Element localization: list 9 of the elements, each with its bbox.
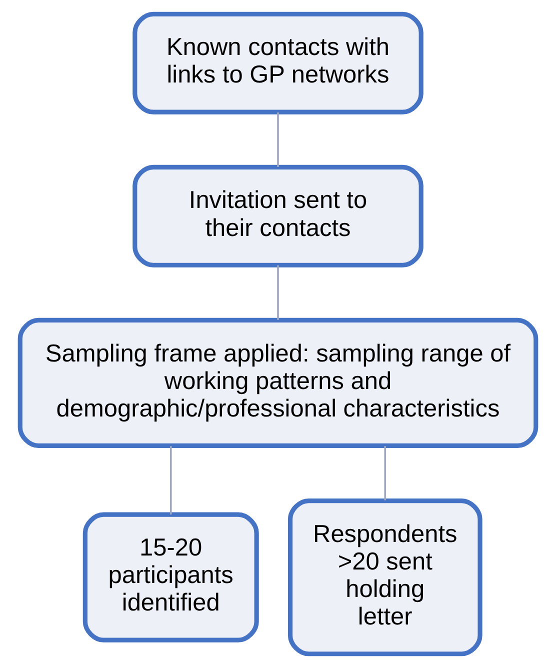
node-box: 15-20 participants identified — [82, 512, 259, 642]
connector — [170, 446, 172, 515]
node-box: Invitation sent to their contacts — [132, 164, 424, 268]
node-box: Known contacts with links to GP networks — [132, 12, 424, 114]
node-box: Sampling frame applied: sampling range of working patterns and demographic/professional characteristics — [18, 318, 538, 448]
node-box: Respondents >20 sent holding letter — [288, 498, 482, 656]
connector — [277, 265, 279, 320]
connector — [384, 446, 386, 500]
connector — [277, 112, 279, 167]
